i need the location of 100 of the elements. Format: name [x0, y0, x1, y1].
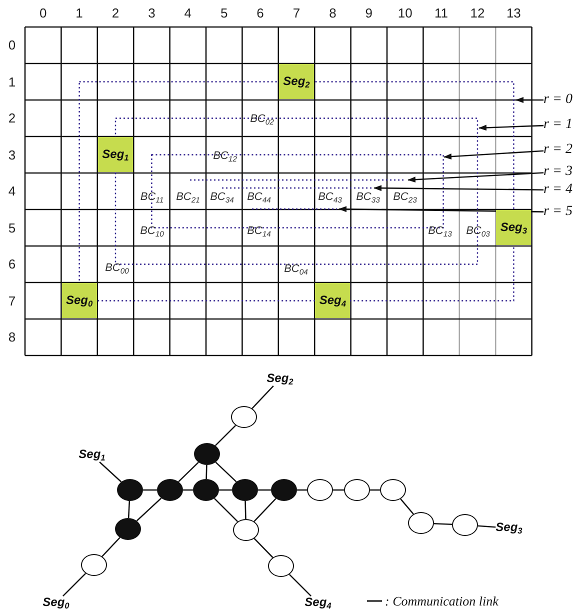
filled-node-circle	[157, 479, 183, 501]
column-number: 10	[398, 6, 412, 20]
ring-label: r = 4	[544, 183, 572, 197]
ring-label: r = 3	[544, 165, 572, 179]
ring-label: r = 5	[544, 205, 572, 219]
column-number: 2	[112, 6, 120, 20]
communication-link	[178, 462, 199, 482]
leader-arrow	[338, 206, 544, 212]
filled-node-circle	[194, 443, 220, 465]
ring-label: r = 0	[544, 93, 572, 107]
communication-link	[99, 461, 122, 482]
ring-label: r = 2	[544, 143, 572, 157]
communication-link	[254, 538, 274, 558]
column-number: 11	[434, 6, 448, 20]
cell-label: BC$_{00}$	[105, 263, 129, 275]
column-number: 12	[470, 6, 485, 20]
row-number: 8	[8, 330, 16, 344]
communication-link	[478, 525, 496, 528]
cell-label: BC$_{34}$	[210, 192, 234, 204]
communication-link	[136, 498, 162, 522]
empty-node-circle	[408, 512, 434, 534]
column-number: 5	[220, 6, 228, 20]
communication-link	[143, 489, 157, 491]
communication-link	[62, 572, 86, 596]
row-number: 4	[8, 184, 16, 198]
cell-label: BC$_{04}$	[284, 264, 308, 276]
column-number: 4	[184, 6, 192, 20]
communication-link	[333, 489, 344, 491]
empty-node-circle	[233, 519, 259, 541]
filled-node-circle	[117, 479, 143, 501]
row-number: 1	[8, 75, 16, 88]
cell-label: BC$_{10}$	[140, 226, 164, 238]
column-number: 1	[76, 6, 83, 20]
communication-link	[258, 489, 271, 491]
column-number: 8	[329, 6, 336, 20]
dotted-line	[190, 179, 405, 181]
communication-link	[252, 386, 274, 409]
leader-arrow	[444, 150, 544, 160]
communication-link	[297, 489, 307, 491]
communication-link	[214, 498, 238, 522]
leader-arrow	[478, 124, 544, 131]
cell-label: BC$_{11}$	[140, 192, 164, 204]
segment-cell: Seg$_{2}$	[279, 64, 314, 100]
segment-label: Seg$_{1}$	[78, 448, 106, 462]
empty-node-circle	[231, 406, 257, 428]
cell-label: BC$_{23}$	[393, 192, 417, 204]
communication-link	[215, 462, 237, 482]
filled-node-circle	[271, 479, 297, 501]
empty-node-circle	[344, 479, 370, 501]
leader-arrow	[516, 97, 544, 103]
communication-link	[183, 489, 193, 491]
column-number: 6	[256, 6, 264, 20]
legend-text: : Communication link	[385, 594, 498, 608]
empty-node-circle	[380, 479, 406, 501]
column-number: 3	[148, 6, 156, 20]
segment-cell: Seg$_{0}$	[62, 283, 97, 318]
communication-link	[219, 489, 232, 491]
cell-label: BC$_{02}$	[250, 114, 274, 126]
cell-label: BC$_{14}$	[247, 226, 271, 238]
column-number: 9	[365, 6, 372, 20]
filled-node-circle	[115, 518, 141, 540]
row-number: 0	[8, 38, 16, 52]
row-number: 3	[8, 148, 16, 162]
row-number: 6	[8, 258, 16, 271]
leader-arrow	[408, 172, 544, 183]
empty-node-circle	[268, 555, 294, 577]
communication-link	[370, 489, 380, 491]
leader-arrow	[374, 185, 544, 192]
empty-node-circle	[452, 514, 478, 536]
filled-node-circle	[193, 479, 219, 501]
segment-cell: Seg$_{3}$	[496, 210, 532, 246]
cell-label: BC$_{03}$	[466, 226, 490, 238]
segment-label: Seg$_{2}$	[266, 372, 294, 386]
communication-link	[434, 522, 452, 526]
empty-node-circle	[81, 554, 107, 576]
row-number: 2	[8, 112, 16, 125]
cell-label: BC$_{21}$	[176, 192, 200, 204]
communication-link	[244, 500, 246, 520]
communication-link	[214, 424, 236, 446]
cell-label: BC$_{33}$	[356, 192, 380, 204]
column-number: 0	[39, 6, 47, 20]
column-number: 13	[506, 6, 521, 20]
filled-node-circle	[232, 479, 258, 501]
cell-label: BC$_{13}$	[428, 226, 452, 238]
segment-label: Seg$_{3}$	[496, 521, 522, 535]
communication-link	[254, 498, 276, 522]
communication-link	[206, 464, 208, 480]
row-number: 5	[8, 221, 16, 234]
communication-link	[288, 574, 312, 596]
cell-label: BC$_{44}$	[247, 192, 271, 204]
segment-label: Seg$_{0}$	[42, 596, 70, 610]
segment-label: Seg$_{4}$	[304, 596, 332, 610]
communication-link	[400, 498, 414, 514]
communication-link	[128, 500, 130, 518]
cell-label: BC$_{43}$	[318, 192, 342, 204]
segment-cell: Seg$_{4}$	[315, 283, 350, 318]
cell-label: BC$_{12}$	[213, 151, 237, 163]
ring-label: r = 1	[544, 118, 572, 132]
empty-node-circle	[307, 479, 333, 501]
communication-link	[102, 537, 120, 557]
